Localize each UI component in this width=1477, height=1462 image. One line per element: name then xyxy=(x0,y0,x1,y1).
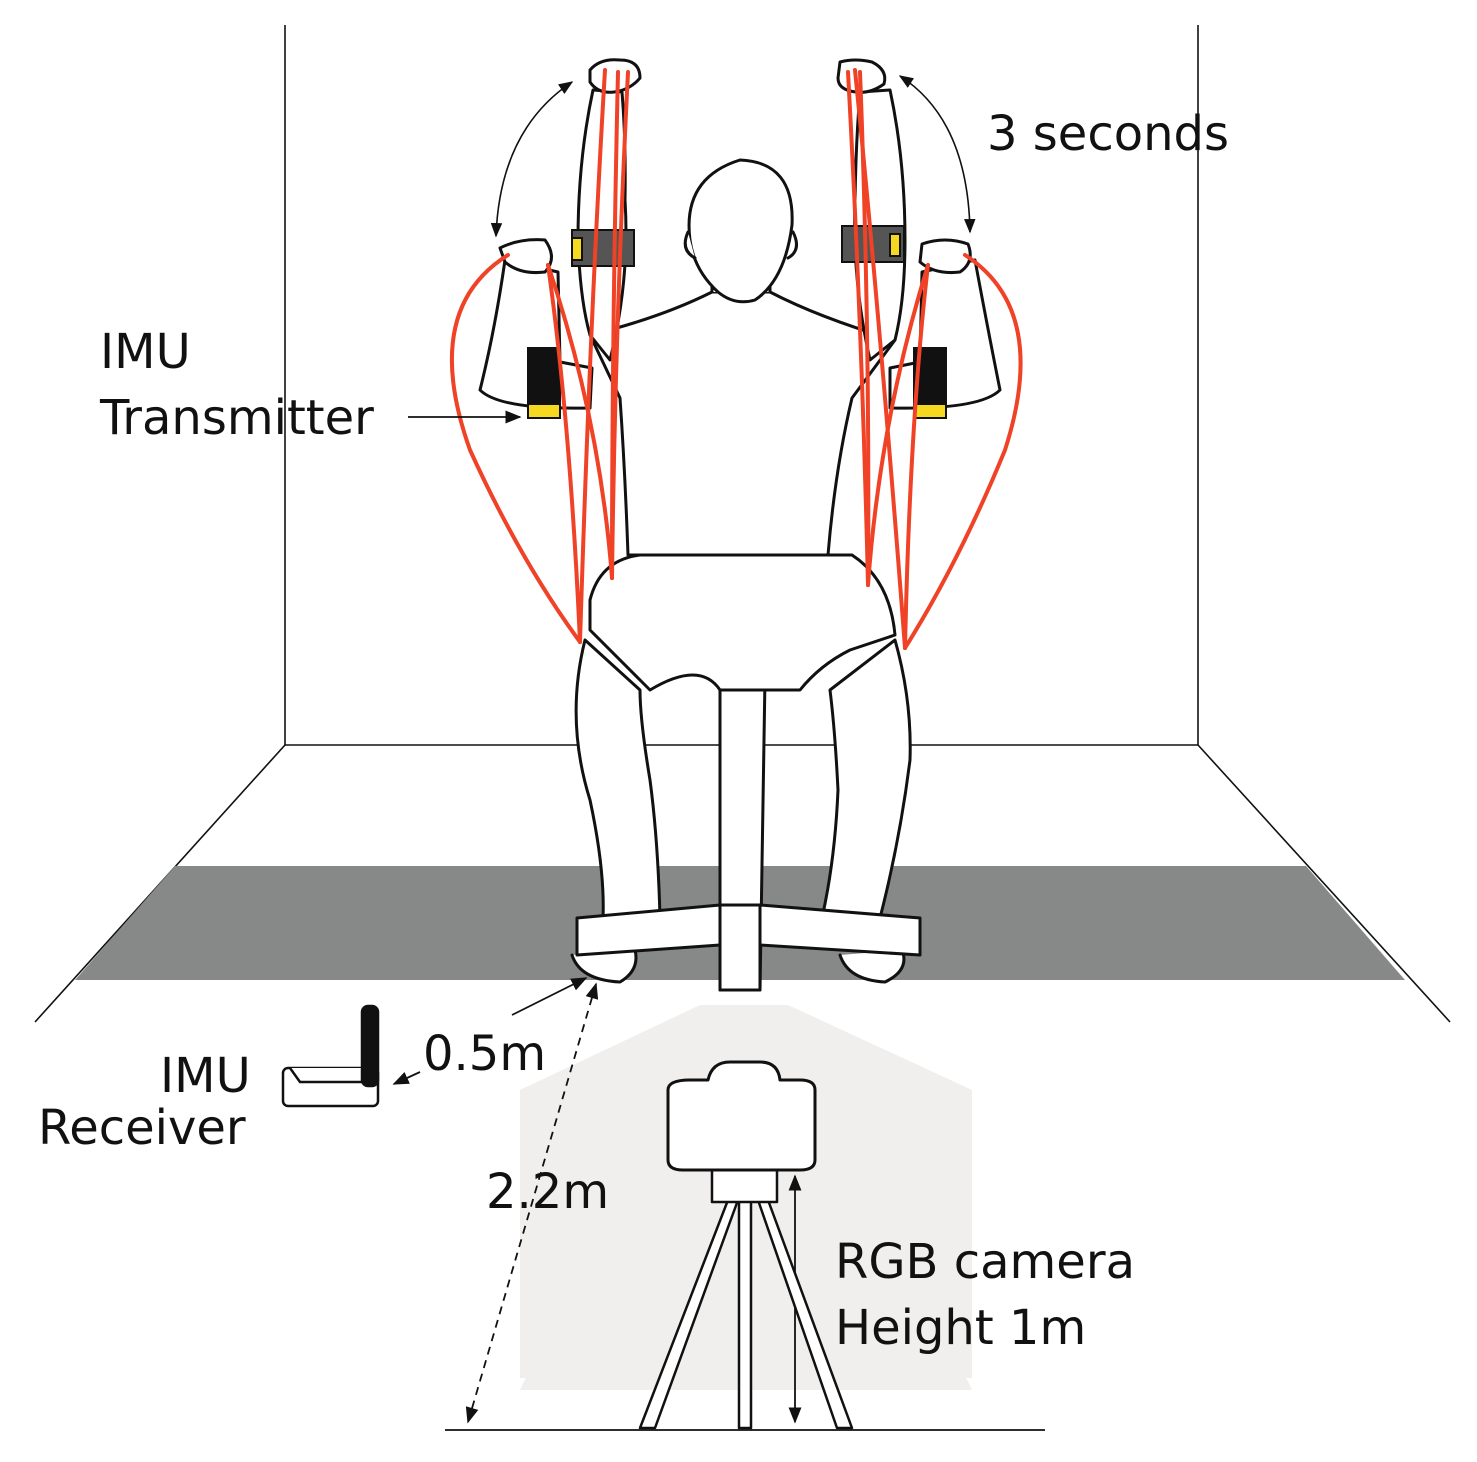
imu-receiver-label-line2: Receiver xyxy=(38,1100,246,1156)
camera-distance-line xyxy=(465,982,599,1424)
imu-sensor-icon xyxy=(527,225,947,419)
imu-receiver-label-line1: IMU xyxy=(160,1048,251,1104)
tripod-icon xyxy=(638,1168,854,1430)
imu-transmitter-label-line2: Transmitter xyxy=(100,390,374,446)
receiver-distance-label: 0.5m xyxy=(423,1026,547,1082)
rgb-camera-icon xyxy=(666,1060,817,1172)
motion-arrows xyxy=(490,75,976,238)
resistance-band-icon xyxy=(449,68,1023,650)
imu-transmitter-label-line1: IMU xyxy=(100,324,191,380)
person-seated-icon xyxy=(478,58,1002,984)
camera-distance-label: 2.2m xyxy=(486,1164,610,1220)
camera-label-line2: Height 1m xyxy=(835,1300,1087,1356)
receiver-leader-line xyxy=(392,1071,421,1085)
camera-label-line1: RGB camera xyxy=(835,1234,1135,1290)
imu-receiver-icon xyxy=(281,1004,380,1108)
receiver-distance-line xyxy=(511,977,588,1016)
duration-label: 3 seconds xyxy=(987,106,1229,162)
